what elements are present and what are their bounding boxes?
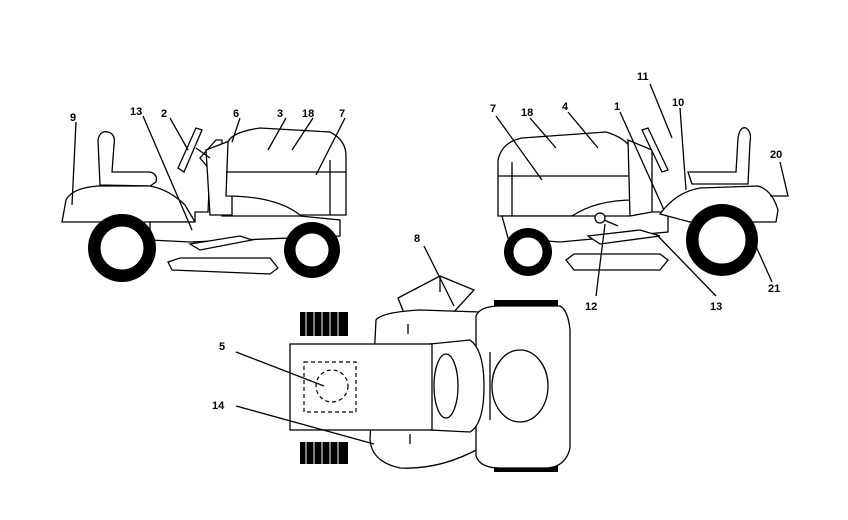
callout-2: 2 (161, 108, 167, 120)
callout-13-left: 13 (130, 106, 142, 118)
wheel-top-rear-upper (300, 312, 348, 336)
fuel-cap-dashed (315, 369, 349, 403)
rear-fender-left (61, 185, 197, 223)
callout-4: 4 (562, 101, 569, 113)
callout-21: 21 (768, 283, 780, 295)
callout-10: 10 (672, 97, 684, 109)
tractor-right-side-view (497, 127, 779, 276)
dash-console-right (627, 139, 653, 217)
tractor-left-side-view (61, 127, 347, 282)
callout-1: 1 (614, 101, 620, 113)
callout-20: 20 (770, 149, 782, 161)
callout-3: 3 (277, 108, 283, 120)
steering-wheel-left (177, 127, 203, 173)
callout-9-left: 9 (70, 112, 76, 124)
callout-6: 6 (233, 108, 239, 120)
callout-7-left: 7 (339, 108, 345, 120)
callout-13-right: 13 (710, 301, 722, 313)
hood-top-ellipse (491, 349, 549, 423)
callout-8: 8 (414, 233, 420, 245)
wheel-top-rear-lower (300, 442, 348, 464)
body-top (289, 343, 433, 431)
callout-18-left: 18 (302, 108, 314, 120)
callout-12: 12 (585, 301, 597, 313)
callout-5: 5 (219, 341, 225, 353)
mower-deck-left (167, 257, 279, 275)
callout-7-right: 7 (490, 103, 496, 115)
rear-fender-right (658, 185, 779, 223)
callout-14: 14 (212, 400, 225, 412)
callout-11: 11 (637, 71, 649, 83)
seat-left (97, 131, 158, 187)
tractor-top-view (289, 275, 571, 472)
fuel-cap-area-dashed (303, 361, 357, 413)
seat-right (687, 127, 752, 185)
hood-right (497, 131, 635, 217)
callout-18-right: 18 (521, 107, 533, 119)
steering-wheel-right (641, 127, 669, 173)
mower-deck-right (565, 253, 669, 271)
